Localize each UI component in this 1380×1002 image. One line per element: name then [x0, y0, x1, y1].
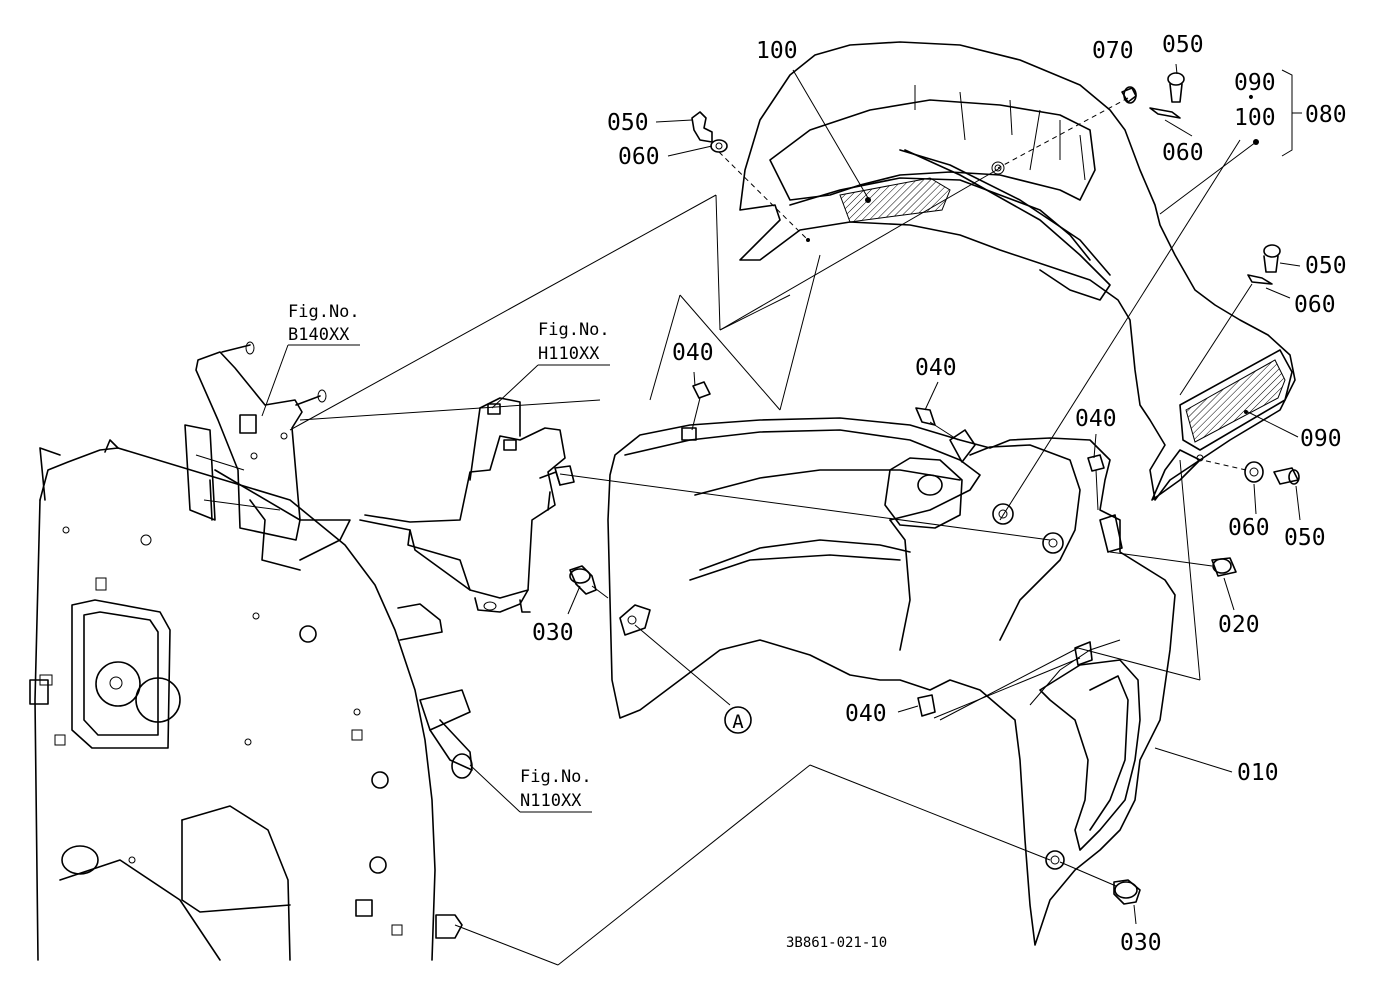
- part-label-030: 030: [1120, 930, 1162, 956]
- drawing-code: 3B861-021-10: [786, 935, 887, 951]
- callout-marker: A: [732, 711, 744, 733]
- part-label-060: 060: [1162, 140, 1204, 166]
- part-label-010: 010: [1237, 760, 1279, 786]
- support-bracket: [359, 397, 566, 613]
- part-label-050: 050: [1162, 32, 1204, 58]
- part-label-030: 030: [532, 620, 574, 646]
- part-label-090: 090: [1234, 70, 1276, 96]
- part-label-060: 060: [1228, 515, 1270, 541]
- callout-circle-a: [724, 706, 752, 734]
- fig-ref-b140-title: Fig.No.: [288, 302, 360, 322]
- upper-panel: [739, 41, 1296, 501]
- figure-references: Fig.No. B140XX Fig.No. H110XX Fig.No. N1…: [288, 302, 610, 811]
- bracket-dot: •: [1247, 90, 1255, 106]
- dash-frame-panel: [29, 439, 473, 961]
- part-label-020: 020: [1218, 612, 1260, 638]
- part-label-050: 050: [1284, 525, 1326, 551]
- part-label-070: 070: [1092, 38, 1134, 64]
- fig-ref-n110-title: Fig.No.: [520, 767, 592, 787]
- leader-lines: [261, 63, 1302, 966]
- part-label-060: 060: [1294, 292, 1336, 318]
- fig-ref-n110-code: N110XX: [520, 791, 582, 811]
- fig-ref-h110-title: Fig.No.: [538, 320, 610, 340]
- part-label-080: 080: [1305, 102, 1347, 128]
- part-label-040: 040: [672, 340, 714, 366]
- part-label-040: 040: [1075, 406, 1117, 432]
- part-label-040: 040: [915, 355, 957, 381]
- fig-ref-h110-code: H110XX: [538, 344, 600, 364]
- part-label-100: 100: [756, 38, 798, 64]
- part-label-050: 050: [607, 110, 649, 136]
- part-label-090: 090: [1300, 426, 1342, 452]
- part-label-060: 060: [618, 144, 660, 170]
- part-labels: 100 070 050 090 • 100 080 060 050 060 05…: [532, 32, 1347, 956]
- part-label-040: 040: [845, 701, 887, 727]
- lower-shroud: [607, 417, 1176, 946]
- fig-ref-b140-code: B140XX: [288, 325, 350, 345]
- steering-bracket: [184, 341, 351, 571]
- fasteners: [554, 72, 1300, 905]
- part-label-050: 050: [1305, 253, 1347, 279]
- part-label-100-kit: 100: [1234, 105, 1276, 131]
